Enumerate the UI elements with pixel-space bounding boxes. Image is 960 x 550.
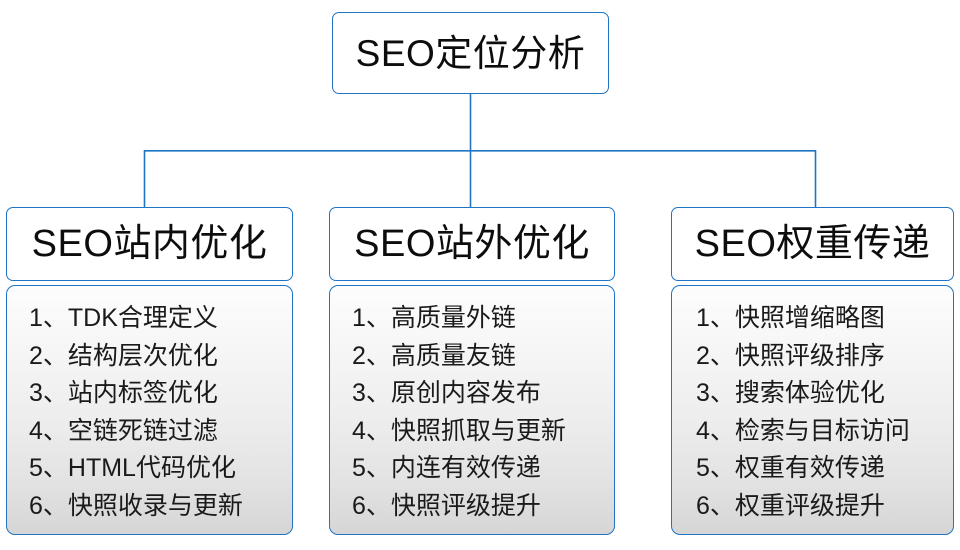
branch-body-1: 1、TDK合理定义 2、结构层次优化 3、站内标签优化 4、空链死链过滤 5、H…: [6, 285, 293, 535]
branch-list-3: 1、快照增缩略图 2、快照评级排序 3、搜索体验优化 4、检索与目标访问 5、权…: [672, 300, 953, 525]
list-item: 3、原创内容发布: [352, 379, 541, 407]
list-item: 1、快照增缩略图: [696, 304, 885, 332]
branch-body-2: 1、高质量外链 2、高质量友链 3、原创内容发布 4、快照抓取与更新 5、内连有…: [329, 285, 615, 535]
list-item: 4、空链死链过滤: [29, 416, 218, 445]
root-node-label: SEO定位分析: [355, 32, 586, 74]
list-item: 2、高质量友链: [352, 341, 516, 370]
list-item: 1、TDK合理定义: [29, 304, 218, 332]
list-item: 1、高质量外链: [352, 304, 516, 332]
list-item: 2、快照评级排序: [696, 341, 885, 370]
list-item: 6、权重评级提升: [696, 491, 885, 520]
root-node[interactable]: SEO定位分析: [332, 12, 609, 94]
list-item: 3、站内标签优化: [29, 379, 218, 407]
branch-list-2: 1、高质量外链 2、高质量友链 3、原创内容发布 4、快照抓取与更新 5、内连有…: [330, 300, 614, 525]
branch-header-3[interactable]: SEO权重传递: [671, 207, 954, 281]
list-item: 5、权重有效传递: [696, 454, 885, 482]
branch-header-label-3: SEO权重传递: [694, 223, 931, 265]
list-item: 3、搜索体验优化: [696, 379, 885, 407]
branch-column-2: SEO站外优化 1、高质量外链 2、高质量友链 3、原创内容发布 4、快照抓取与…: [329, 207, 615, 535]
branch-column-3: SEO权重传递 1、快照增缩略图 2、快照评级排序 3、搜索体验优化 4、检索与…: [671, 207, 954, 535]
list-item: 5、内连有效传递: [352, 454, 541, 482]
branch-header-label-2: SEO站外优化: [354, 223, 590, 265]
branch-header-2[interactable]: SEO站外优化: [329, 207, 615, 281]
list-item: 6、快照评级提升: [352, 491, 541, 520]
branch-column-1: SEO站内优化 1、TDK合理定义 2、结构层次优化 3、站内标签优化 4、空链…: [6, 207, 293, 535]
branch-header-label-1: SEO站内优化: [31, 223, 268, 265]
branch-header-1[interactable]: SEO站内优化: [6, 207, 293, 281]
branch-body-3: 1、快照增缩略图 2、快照评级排序 3、搜索体验优化 4、检索与目标访问 5、权…: [671, 285, 954, 535]
branch-list-1: 1、TDK合理定义 2、结构层次优化 3、站内标签优化 4、空链死链过滤 5、H…: [7, 300, 292, 525]
list-item: 2、结构层次优化: [29, 341, 218, 370]
list-item: 4、检索与目标访问: [696, 416, 910, 445]
list-item: 4、快照抓取与更新: [352, 416, 566, 445]
list-item: 5、HTML代码优化: [29, 454, 236, 482]
list-item: 6、快照收录与更新: [29, 491, 243, 520]
